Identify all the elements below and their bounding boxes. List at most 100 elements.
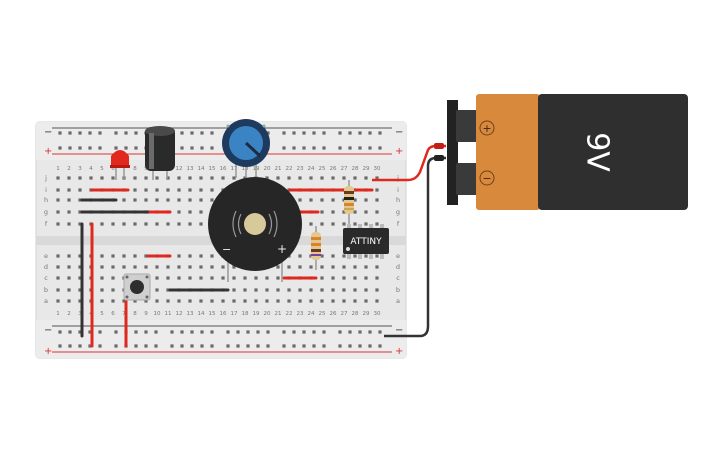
terminal-hole[interactable] [364,276,368,280]
rail-hole[interactable] [98,146,102,150]
terminal-hole[interactable] [188,210,192,214]
terminal-hole[interactable] [364,299,368,303]
rail-hole[interactable] [58,131,62,135]
wires[interactable] [80,143,446,348]
battery-9v[interactable]: + − 9V [447,94,688,210]
potentiometer[interactable] [222,119,270,178]
terminal-hole[interactable] [144,198,148,202]
terminal-hole[interactable] [133,222,137,226]
terminal-hole[interactable] [155,299,159,303]
terminal-hole[interactable] [177,265,181,269]
terminal-hole[interactable] [232,299,236,303]
terminal-hole[interactable] [177,210,181,214]
rail-hole[interactable] [68,146,72,150]
terminal-hole[interactable] [155,276,159,280]
rail-hole[interactable] [210,344,214,348]
rail-hole[interactable] [378,146,382,150]
rail-hole[interactable] [78,344,82,348]
terminal-hole[interactable] [166,222,170,226]
terminal-hole[interactable] [100,299,104,303]
terminal-hole[interactable] [364,176,368,180]
rail-hole[interactable] [302,344,306,348]
rail-hole[interactable] [368,146,372,150]
rail-hole[interactable] [114,330,118,334]
terminal-hole[interactable] [353,210,357,214]
terminal-hole[interactable] [232,176,236,180]
rail-hole[interactable] [144,344,148,348]
terminal-hole[interactable] [331,299,335,303]
terminal-hole[interactable] [166,188,170,192]
rail-hole[interactable] [246,344,250,348]
terminal-hole[interactable] [199,210,203,214]
rail-hole[interactable] [190,131,194,135]
terminal-hole[interactable] [144,299,148,303]
terminal-hole[interactable] [100,276,104,280]
terminal-hole[interactable] [155,265,159,269]
terminal-hole[interactable] [298,265,302,269]
rail-hole[interactable] [338,146,342,150]
red-led[interactable] [110,150,130,180]
terminal-hole[interactable] [67,222,71,226]
terminal-hole[interactable] [199,265,203,269]
terminal-hole[interactable] [56,265,60,269]
terminal-hole[interactable] [144,265,148,269]
terminal-hole[interactable] [221,265,225,269]
terminal-hole[interactable] [342,210,346,214]
terminal-hole[interactable] [177,254,181,258]
terminal-hole[interactable] [287,265,291,269]
rail-hole[interactable] [134,330,138,334]
rail-hole[interactable] [348,330,352,334]
terminal-hole[interactable] [144,254,148,258]
terminal-hole[interactable] [144,176,148,180]
terminal-hole[interactable] [375,299,379,303]
rail-hole[interactable] [266,330,270,334]
terminal-hole[interactable] [78,222,82,226]
rail-hole[interactable] [78,146,82,150]
terminal-hole[interactable] [56,288,60,292]
terminal-hole[interactable] [155,176,159,180]
rail-hole[interactable] [338,344,342,348]
rail-hole[interactable] [282,330,286,334]
pushbutton[interactable] [123,273,151,301]
terminal-hole[interactable] [56,198,60,202]
terminal-hole[interactable] [331,198,335,202]
terminal-hole[interactable] [199,299,203,303]
terminal-hole[interactable] [166,276,170,280]
terminal-hole[interactable] [309,198,313,202]
terminal-hole[interactable] [177,198,181,202]
rail-hole[interactable] [190,330,194,334]
rail-hole[interactable] [134,131,138,135]
terminal-hole[interactable] [133,265,137,269]
terminal-hole[interactable] [188,198,192,202]
terminal-hole[interactable] [320,176,324,180]
terminal-hole[interactable] [309,222,313,226]
resistor-1[interactable] [344,180,354,224]
rail-hole[interactable] [200,146,204,150]
terminal-hole[interactable] [320,288,324,292]
terminal-hole[interactable] [78,210,82,214]
rail-hole[interactable] [348,131,352,135]
terminal-hole[interactable] [320,265,324,269]
terminal-hole[interactable] [276,265,280,269]
terminal-hole[interactable] [210,299,214,303]
terminal-hole[interactable] [210,265,214,269]
rail-hole[interactable] [190,146,194,150]
terminal-hole[interactable] [298,254,302,258]
rail-hole[interactable] [114,131,118,135]
terminal-hole[interactable] [166,176,170,180]
terminal-hole[interactable] [67,176,71,180]
terminal-hole[interactable] [342,265,346,269]
terminal-hole[interactable] [298,299,302,303]
terminal-hole[interactable] [78,288,82,292]
terminal-hole[interactable] [111,276,115,280]
terminal-hole[interactable] [210,188,214,192]
terminal-hole[interactable] [133,198,137,202]
rail-hole[interactable] [134,344,138,348]
terminal-hole[interactable] [210,254,214,258]
rail-hole[interactable] [368,131,372,135]
rail-hole[interactable] [170,344,174,348]
terminal-hole[interactable] [56,299,60,303]
rail-hole[interactable] [226,344,230,348]
rail-hole[interactable] [322,131,326,135]
terminal-hole[interactable] [331,210,335,214]
